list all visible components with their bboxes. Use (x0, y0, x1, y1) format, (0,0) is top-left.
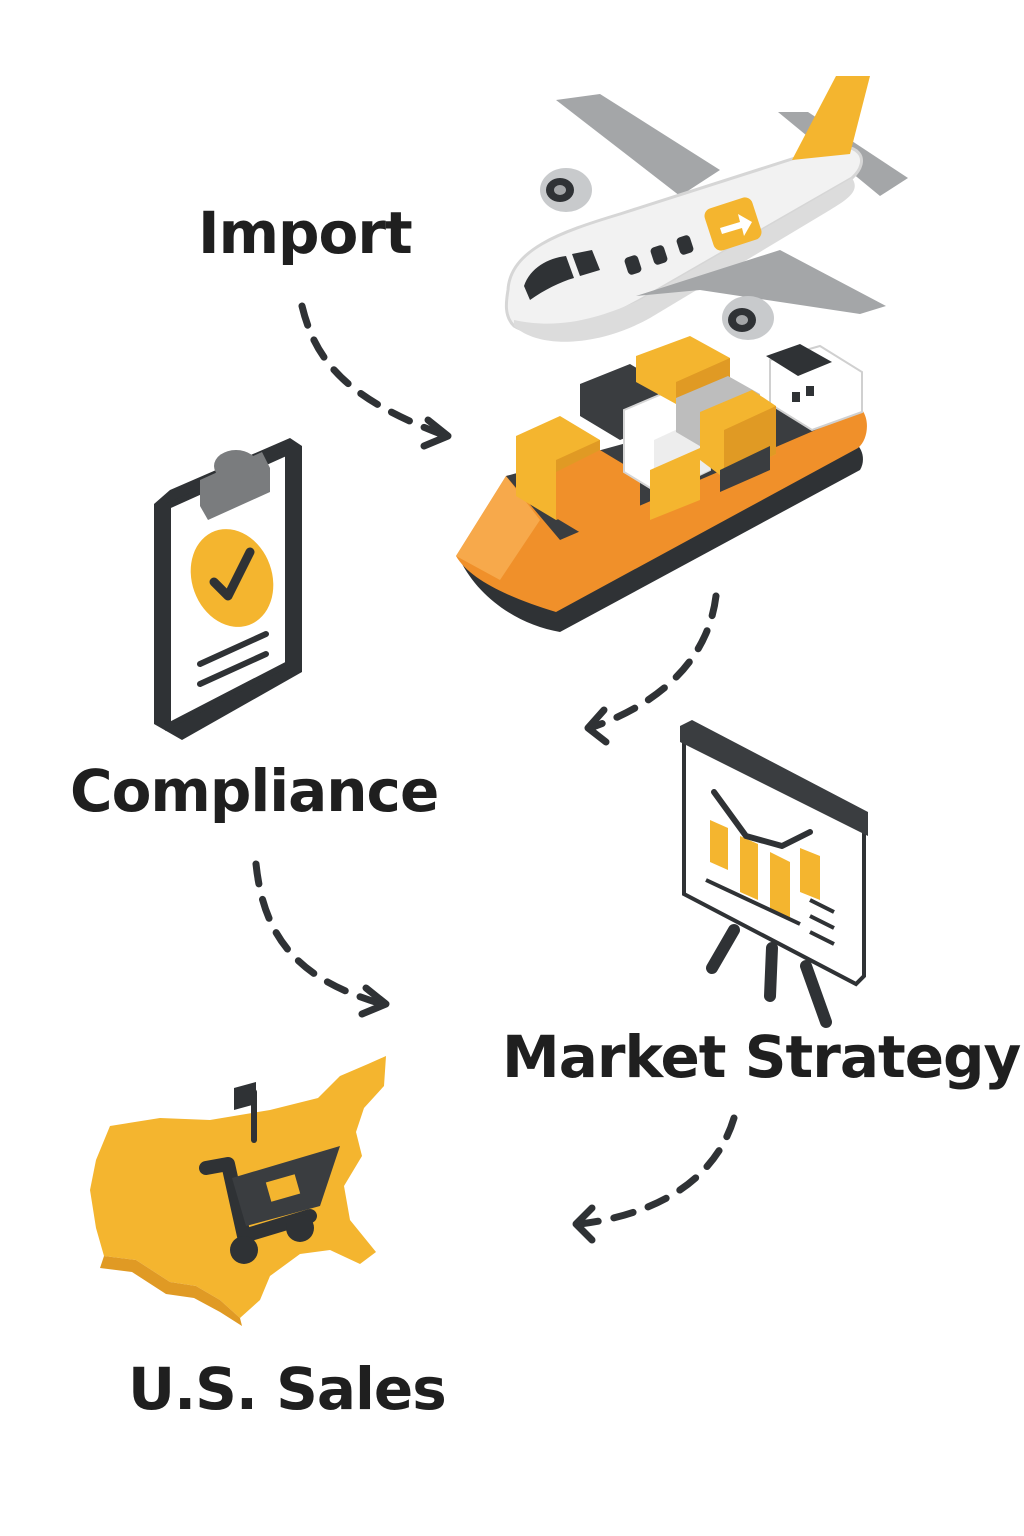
label-import: Import (198, 199, 413, 267)
label-us-sales: U.S. Sales (128, 1355, 447, 1423)
arrow-strategy-to-sales (572, 1114, 738, 1244)
presentation-chart-icon (680, 720, 868, 1028)
cargo-ship-icon (456, 336, 867, 632)
label-market-strategy: Market Strategy (502, 1023, 1021, 1091)
arrow-import-to-ship (298, 302, 452, 450)
airplane-icon (504, 76, 908, 342)
label-compliance: Compliance (70, 757, 439, 825)
arrow-ship-to-compliance (584, 592, 720, 746)
arrow-compliance-to-sales (252, 860, 390, 1018)
clipboard-check-icon (154, 438, 302, 740)
usa-map-cart-icon (90, 1056, 386, 1326)
